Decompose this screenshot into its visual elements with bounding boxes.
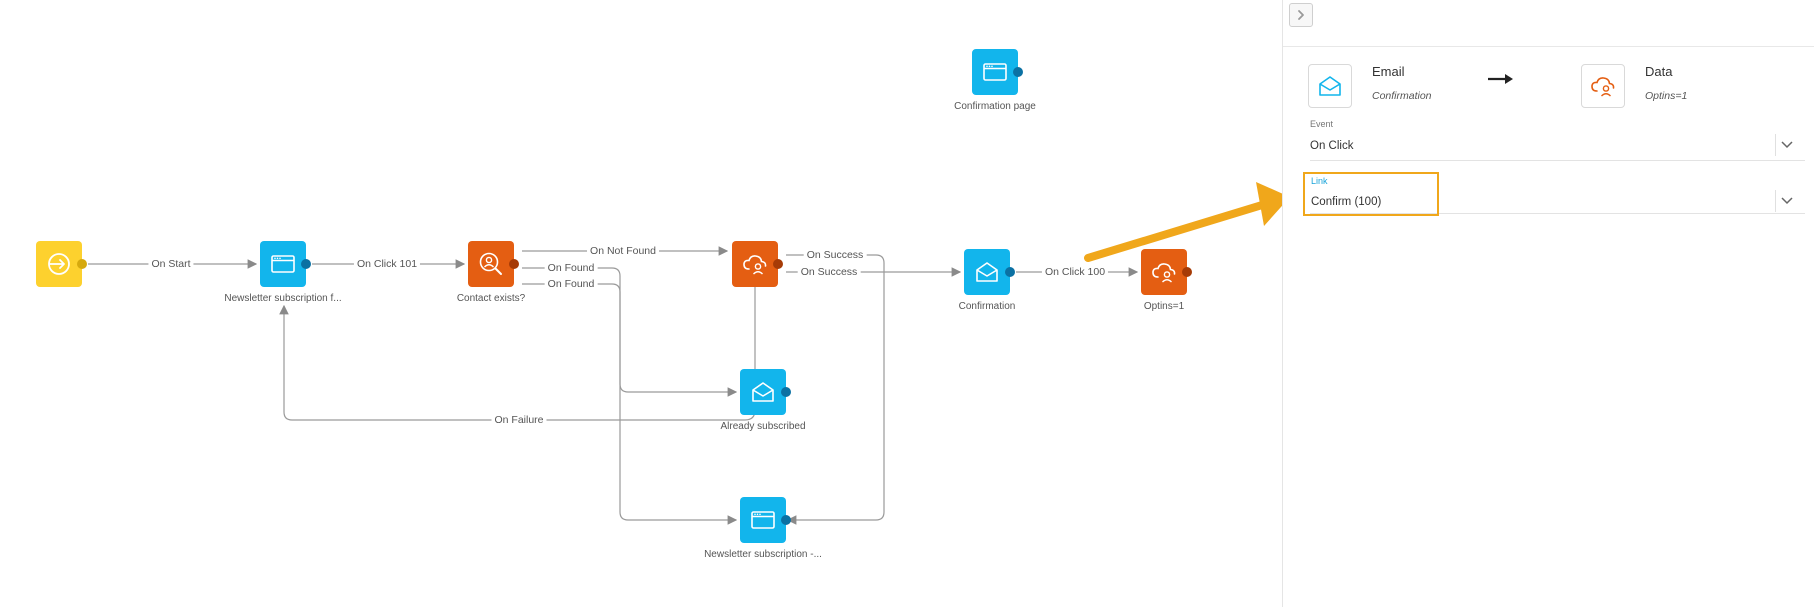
node-label-contact-exists: Contact exists? — [456, 293, 526, 304]
source-node-name: Confirmation — [1372, 90, 1432, 102]
event-field-label: Event — [1310, 119, 1334, 129]
node-label-confirmation-page: Confirmation page — [954, 101, 1036, 112]
node-label-already-subscribed: Already subscribed — [720, 421, 806, 432]
node-newsletter-form[interactable] — [260, 241, 311, 287]
node-label-optins: Optins=1 — [1143, 301, 1185, 312]
node-already-subscribed[interactable] — [740, 369, 791, 415]
link-select[interactable]: Confirm (100) — [1311, 196, 1382, 208]
web-page-icon — [751, 511, 775, 529]
edge-label-on-success-2[interactable]: On Success — [797, 266, 861, 278]
contact-search-icon — [479, 252, 502, 275]
link-field-label: Link — [1311, 176, 1328, 186]
panel-header-divider — [1283, 46, 1814, 47]
annotation-arrow — [1084, 198, 1276, 262]
target-node-name: Optins=1 — [1645, 90, 1688, 102]
edge-label-on-click-101[interactable]: On Click 101 — [353, 258, 421, 270]
node-optins[interactable] — [1141, 249, 1192, 295]
node-newsletter-page[interactable] — [740, 497, 791, 543]
email-icon — [1319, 76, 1341, 96]
edge-on-found-2 — [522, 283, 738, 525]
edge-label-on-start[interactable]: On Start — [148, 258, 194, 270]
edge-label-on-click-100[interactable]: On Click 100 — [1041, 266, 1109, 278]
edge-label-on-failure[interactable]: On Failure — [491, 414, 547, 426]
flow-canvas[interactable]: On Start On Click 101 On Not Found On Fo… — [0, 0, 1282, 607]
chevron-down-icon[interactable] — [1780, 196, 1794, 206]
node-confirmation-page[interactable] — [972, 49, 1023, 95]
target-node-type: Data — [1645, 64, 1673, 79]
link-field-separator — [1775, 190, 1776, 212]
edge-label-on-not-found[interactable]: On Not Found — [587, 245, 659, 257]
edge-label-on-found-2[interactable]: On Found — [544, 278, 598, 290]
node-label-confirmation: Confirmation — [958, 301, 1016, 312]
arrow-right-icon — [1488, 74, 1513, 84]
event-select[interactable]: On Click — [1310, 140, 1354, 152]
edge-label-on-success-1[interactable]: On Success — [803, 249, 867, 261]
link-field-underline — [1310, 213, 1805, 214]
event-field-separator — [1775, 134, 1776, 156]
target-node-icon-box — [1581, 64, 1625, 108]
node-contact-exists[interactable] — [468, 241, 519, 287]
cloud-contact-icon — [1591, 77, 1615, 97]
annotation-arrow-head — [1256, 182, 1282, 226]
connection-properties-panel: Email Confirmation Data Optins=1 Event O… — [1282, 0, 1814, 607]
email-icon — [976, 262, 998, 282]
edge-label-on-found-1[interactable]: On Found — [544, 262, 598, 274]
start-arrow-icon — [48, 253, 70, 275]
web-page-icon — [271, 255, 295, 273]
email-icon — [752, 382, 774, 402]
node-confirmation[interactable] — [964, 249, 1015, 295]
chevron-right-icon — [1298, 10, 1304, 20]
node-cloud-data[interactable] — [732, 241, 783, 287]
web-page-icon — [983, 63, 1007, 81]
node-label-newsletter-form: Newsletter subscription f... — [224, 293, 342, 304]
edge-on-success-1 — [786, 254, 885, 525]
link-field-highlight — [1303, 172, 1439, 216]
chevron-down-icon[interactable] — [1780, 140, 1794, 150]
cloud-contact-icon — [1152, 263, 1176, 283]
collapse-panel-button[interactable] — [1289, 3, 1313, 27]
source-node-icon-box — [1308, 64, 1352, 108]
node-label-newsletter-page: Newsletter subscription -... — [704, 549, 822, 560]
cloud-contact-icon — [743, 255, 767, 275]
source-node-type: Email — [1372, 64, 1405, 79]
edge-on-failure — [279, 304, 756, 421]
flow-connections — [88, 182, 1282, 525]
node-start[interactable] — [36, 241, 87, 287]
event-field-underline — [1310, 160, 1805, 161]
